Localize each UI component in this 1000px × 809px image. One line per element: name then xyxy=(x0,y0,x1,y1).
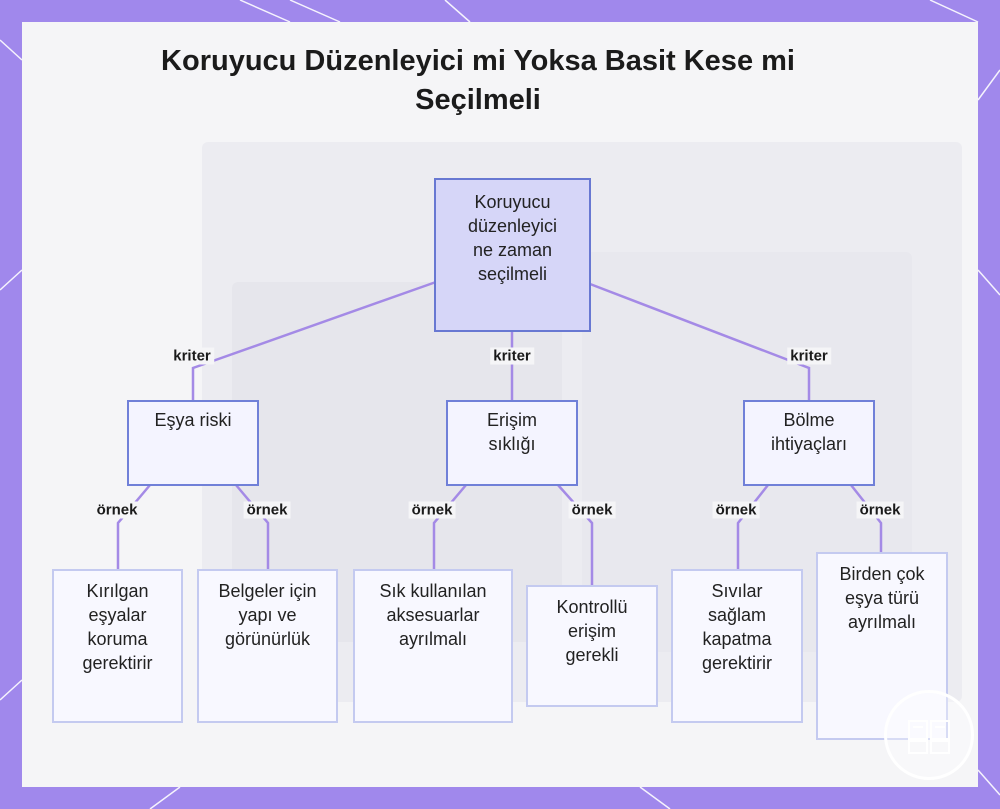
example-node-controlled-access: Kontrollü erişim gerekli xyxy=(526,585,658,707)
edge-label-example: örnek xyxy=(857,502,904,519)
edge-label-example: örnek xyxy=(569,502,616,519)
edge-label-example: örnek xyxy=(244,502,291,519)
example-node-label: Belgeler için yapı ve görünürlük xyxy=(218,579,318,651)
example-node-liquids: Sıvılar sağlam kapatma gerektirir xyxy=(671,569,803,723)
edge-label-criterion: kriter xyxy=(787,348,831,365)
example-node-fragile-items: Kırılgan eşyalar koruma gerektirir xyxy=(52,569,183,723)
example-node-label: Sık kullanılan aksesuarlar ayrılmalı xyxy=(376,579,491,651)
root-node: Koruyucu düzenleyici ne zaman seçilmeli xyxy=(434,178,591,332)
edge-root-criterion-1 xyxy=(193,282,436,401)
criterion-node-item-risk: Eşya riski xyxy=(127,400,259,486)
example-node-label: Kontrollü erişim gerekli xyxy=(545,595,640,667)
example-node-frequent-accessories: Sık kullanılan aksesuarlar ayrılmalı xyxy=(353,569,513,723)
edge-root-criterion-3 xyxy=(590,284,809,401)
edge-criterion-3-example-2 xyxy=(851,485,881,553)
watermark-badge-icon xyxy=(884,690,974,780)
criterion-node-label: Bölme ihtiyaçları xyxy=(759,408,859,456)
criterion-node-label: Eşya riski xyxy=(138,408,248,432)
criterion-node-label: Erişim sıklığı xyxy=(472,408,552,456)
edge-criterion-1-example-2 xyxy=(236,485,268,570)
example-node-label: Sıvılar sağlam kapatma gerektirir xyxy=(687,579,787,675)
edge-criterion-1-example-1 xyxy=(118,485,150,570)
criterion-node-compartment-needs: Bölme ihtiyaçları xyxy=(743,400,875,486)
edge-criterion-2-example-2 xyxy=(558,485,592,586)
criterion-node-access-frequency: Erişim sıklığı xyxy=(446,400,578,486)
edge-label-example: örnek xyxy=(94,502,141,519)
example-node-label: Birden çok eşya türü ayrılmalı xyxy=(835,562,930,634)
edge-criterion-3-example-1 xyxy=(738,485,768,570)
edge-criterion-2-example-1 xyxy=(434,485,466,570)
edge-label-criterion: kriter xyxy=(170,348,214,365)
example-node-label: Kırılgan eşyalar koruma gerektirir xyxy=(70,579,165,675)
example-node-documents: Belgeler için yapı ve görünürlük xyxy=(197,569,338,723)
root-node-label: Koruyucu düzenleyici ne zaman seçilmeli xyxy=(458,190,568,286)
edge-label-example: örnek xyxy=(409,502,456,519)
edge-label-criterion: kriter xyxy=(490,348,534,365)
edge-label-example: örnek xyxy=(713,502,760,519)
